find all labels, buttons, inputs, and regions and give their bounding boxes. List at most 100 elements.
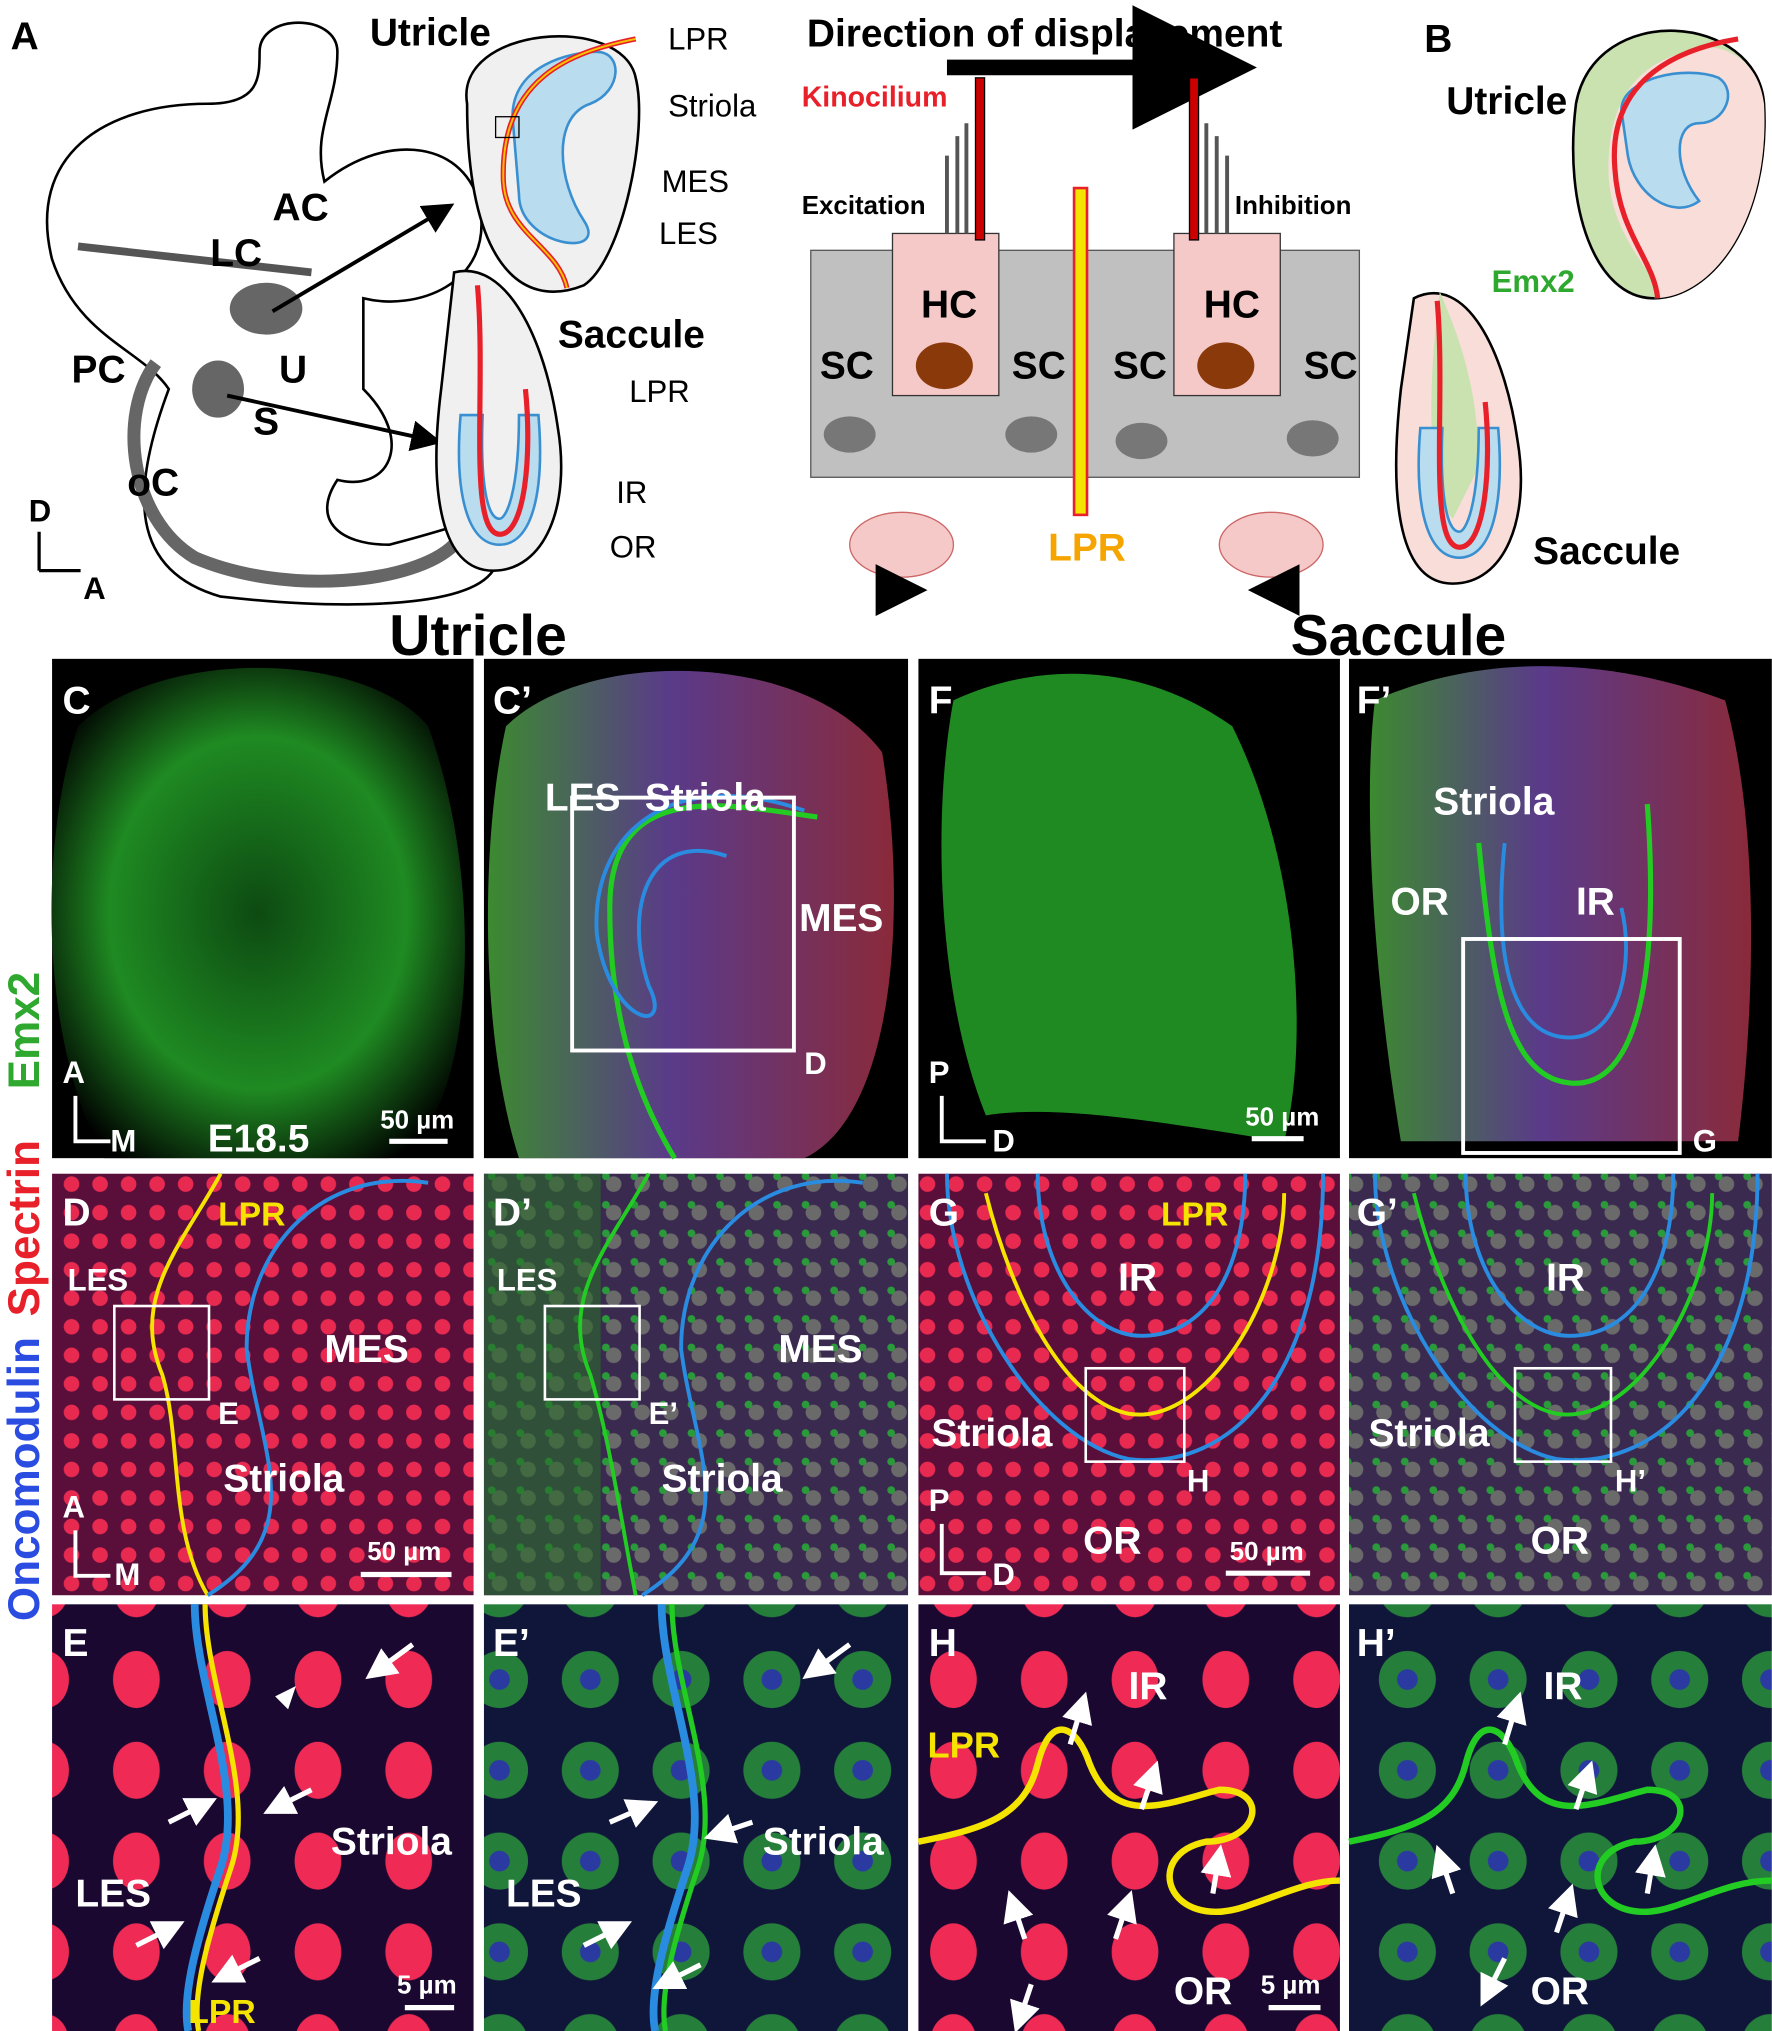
label-excitation: Excitation xyxy=(802,192,926,220)
axis-label: A xyxy=(62,1489,84,1524)
label-kinocilium: Kinocilium xyxy=(802,81,948,113)
label-mes: MES xyxy=(799,897,883,940)
label-ir: IR xyxy=(1129,1665,1168,1708)
panel-letter: A xyxy=(11,15,39,58)
panel-letter: H xyxy=(929,1622,957,1665)
label-or: OR xyxy=(1174,1970,1232,2013)
panel-letter: D xyxy=(62,1192,90,1235)
axis-label: P xyxy=(929,1483,950,1518)
label-ir: IR xyxy=(1546,1256,1585,1299)
label-les: LES xyxy=(659,216,718,251)
hair-cell-schematic: Direction of displacement Kinocilium Exc… xyxy=(802,5,1361,617)
scale-bar-label: 50 µm xyxy=(1245,1104,1319,1132)
label-lpr: LPR xyxy=(668,21,729,56)
inset-box-label: E xyxy=(218,1396,239,1431)
axis-label: D xyxy=(992,1557,1014,1592)
label-sc: SC xyxy=(1113,345,1167,388)
section-title-utricle: Utricle xyxy=(389,604,567,668)
stain-oncomodulin: Oncomodulin xyxy=(0,1337,49,1621)
panel-c-prime: C’ LES Striola MES D xyxy=(483,658,909,1160)
label-or: OR xyxy=(1391,880,1449,923)
label-mes: MES xyxy=(778,1328,862,1371)
scale-bar-label: 50 µm xyxy=(367,1538,441,1566)
label-striola: Striola xyxy=(931,1412,1052,1455)
label-ir: IR xyxy=(1118,1256,1157,1299)
saccule-schematic-title: Saccule xyxy=(558,314,705,357)
label-s: S xyxy=(253,400,279,443)
inset-box-label: D xyxy=(804,1046,826,1081)
stain-legend: Oncomodulin Spectrin Emx2 xyxy=(0,972,49,1621)
label-lpr: LPR xyxy=(629,374,690,409)
inset-box-label: H xyxy=(1187,1463,1209,1498)
label-or: OR xyxy=(1083,1520,1141,1563)
label-striola: Striola xyxy=(331,1821,452,1864)
label-striola: Striola xyxy=(668,89,757,124)
label-striola: Striola xyxy=(1368,1412,1489,1455)
label-or: OR xyxy=(1531,1520,1589,1563)
panel-letter: F xyxy=(929,679,953,722)
stage-label: E18.5 xyxy=(208,1118,310,1161)
axis-label-a: A xyxy=(83,571,105,606)
label-hc: HC xyxy=(1204,284,1260,327)
panel-letter: G’ xyxy=(1357,1192,1398,1235)
label-striola: Striola xyxy=(223,1457,344,1500)
panel-e: E Striola LES LPR 5 µm xyxy=(52,1604,474,2031)
label-striola: Striola xyxy=(645,777,766,820)
saccule-schematic xyxy=(435,269,563,572)
label-emx2: Emx2 xyxy=(1492,264,1575,299)
label-inhibition: Inhibition xyxy=(1235,192,1352,220)
label-striola: Striola xyxy=(763,1821,884,1864)
label-ir: IR xyxy=(1576,880,1615,923)
scale-bar-label: 50 µm xyxy=(1230,1538,1304,1566)
label-lpr: LPR xyxy=(218,1196,285,1234)
scale-bar-label: 50 µm xyxy=(380,1106,454,1134)
axis-label: M xyxy=(114,1557,140,1592)
label-mes: MES xyxy=(324,1328,408,1371)
panel-letter: F’ xyxy=(1357,679,1392,722)
panel-letter: E’ xyxy=(493,1622,530,1665)
label-lpr: LPR xyxy=(1048,526,1126,569)
panel-letter: E xyxy=(62,1622,88,1665)
displacement-title: Direction of displacement xyxy=(807,13,1282,56)
label-lpr: LPR xyxy=(188,1993,255,2031)
label-sc: SC xyxy=(1304,345,1358,388)
panel-h-prime: H’ IR OR xyxy=(1348,1604,1772,2031)
panel-letter: C’ xyxy=(493,679,532,722)
axis-label: D xyxy=(992,1124,1014,1159)
panel-letter: C xyxy=(62,679,90,722)
label-ac: AC xyxy=(273,186,329,229)
label-les: LES xyxy=(75,1872,151,1915)
label-pc: PC xyxy=(72,349,126,392)
label-lpr: LPR xyxy=(928,1724,1001,1765)
inset-box-label: E’ xyxy=(649,1396,678,1431)
panel-h: H IR LPR OR 5 µm xyxy=(917,1604,1340,2031)
label-les: LES xyxy=(68,1262,129,1297)
label-lpr: LPR xyxy=(1161,1196,1228,1234)
panel-d-prime: D’ LES MES E’ Striola xyxy=(483,1172,909,1597)
label-oc: oC xyxy=(127,461,179,504)
axis-label: P xyxy=(929,1055,950,1090)
label-lc: LC xyxy=(210,232,262,275)
panel-letter: D’ xyxy=(493,1192,532,1235)
label-or: OR xyxy=(1531,1970,1589,2013)
stain-emx2: Emx2 xyxy=(0,972,49,1090)
label-or: OR xyxy=(610,530,657,565)
panel-g-prime: G’ IR Striola H’ OR xyxy=(1349,1173,1772,1596)
label-striola: Striola xyxy=(1433,780,1554,823)
stain-spectrin: Spectrin xyxy=(0,1140,49,1316)
scale-bar-label: 5 µm xyxy=(397,1971,457,1999)
label-sc: SC xyxy=(820,345,874,388)
label-hc: HC xyxy=(921,284,977,327)
label-saccule: Saccule xyxy=(1533,530,1680,573)
section-title-saccule: Saccule xyxy=(1291,604,1507,668)
utricle-schematic-title: Utricle xyxy=(370,11,491,54)
panel-d: D LPR LES MES E Striola A M 50 µm xyxy=(52,1172,474,1597)
panel-g: G LPR IR Striola H OR P D 50 µm xyxy=(918,1173,1340,1596)
utricle-schematic xyxy=(465,35,641,293)
inner-ear-drawing xyxy=(45,21,504,606)
axis-label-d: D xyxy=(29,493,51,528)
label-sc: SC xyxy=(1012,345,1066,388)
label-les: LES xyxy=(545,777,621,820)
panel-f: F P D 50 µm xyxy=(918,658,1340,1159)
inset-box-label: H’ xyxy=(1615,1463,1646,1498)
